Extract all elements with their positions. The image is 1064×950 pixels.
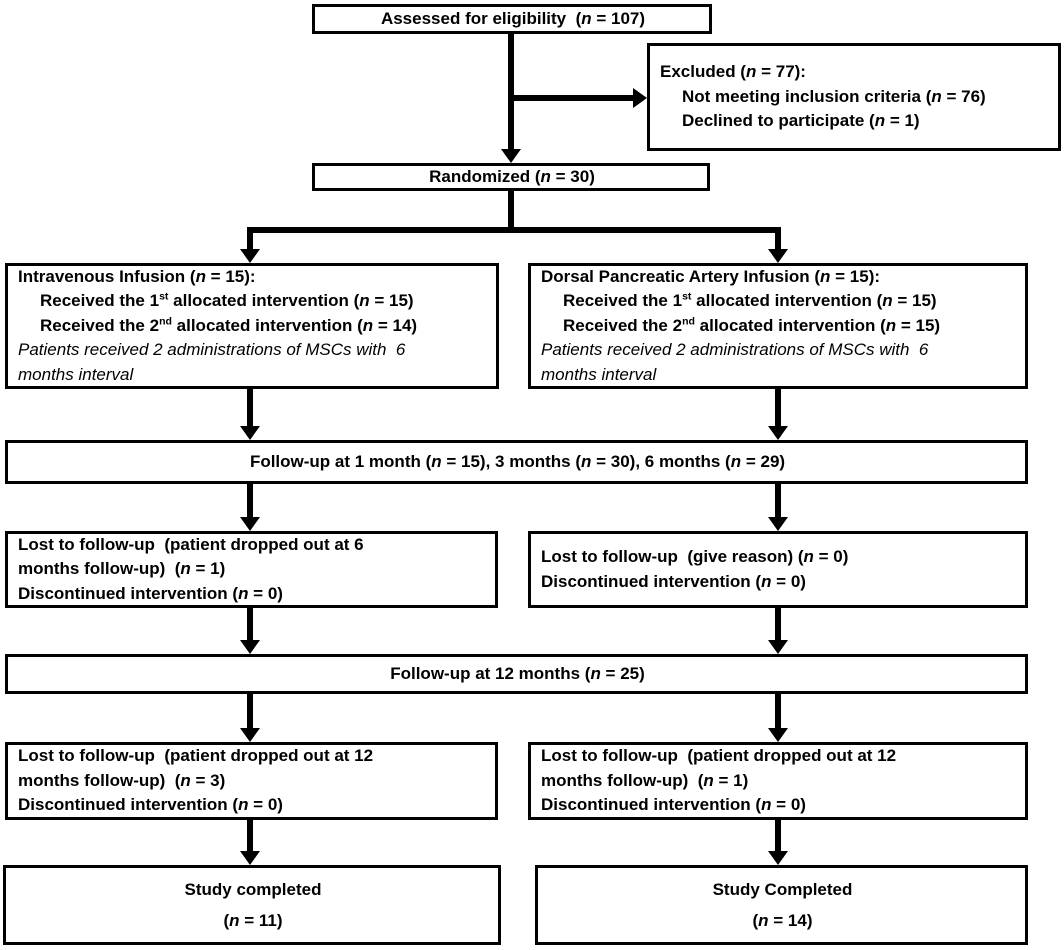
connector-followup12-to-lost12-dpa bbox=[775, 694, 781, 729]
arrowhead-down-icon bbox=[240, 728, 260, 742]
box-allocation-dorsal-pancreatic-artery-infusion: Dorsal Pancreatic Artery Infusion (n = 1… bbox=[528, 263, 1028, 389]
connector-to-excluded bbox=[511, 95, 633, 101]
connector-randomized-stub bbox=[508, 190, 514, 230]
text-line: (n = 11) bbox=[223, 911, 283, 930]
text-line: Follow-up at 12 months (n = 25) bbox=[390, 663, 645, 683]
arrowhead-down-icon bbox=[768, 426, 788, 440]
text-line: months interval bbox=[18, 364, 134, 384]
arrowhead-down-icon bbox=[768, 851, 788, 865]
box-study-completed-intravenous: Study completed (n = 11) bbox=[3, 865, 501, 945]
text-line: Declined to participate (n = 1) bbox=[682, 111, 920, 131]
text-line: Study completed bbox=[184, 880, 322, 899]
text-line: Discontinued intervention (n = 0) bbox=[541, 571, 806, 591]
text-line: Intravenous Infusion (n = 15): bbox=[18, 266, 256, 286]
text-line: months interval bbox=[541, 364, 657, 384]
text-line: months follow-up) (n = 1) bbox=[18, 559, 226, 579]
box-study-completed-dorsal: Study Completed (n = 14) bbox=[535, 865, 1028, 945]
arrowhead-down-icon bbox=[240, 517, 260, 531]
text-line: Dorsal Pancreatic Artery Infusion (n = 1… bbox=[541, 266, 881, 286]
arrowhead-down-icon bbox=[768, 249, 788, 263]
box-followup-1-3-6-months: Follow-up at 1 month (n = 15), 3 months … bbox=[5, 440, 1028, 484]
text-line: Lost to follow-up (patient dropped out a… bbox=[18, 534, 364, 554]
box-lost-followup-6mo-intravenous: Lost to follow-up (patient dropped out a… bbox=[5, 531, 498, 608]
arrowhead-down-icon bbox=[240, 249, 260, 263]
text-line: Lost to follow-up (patient dropped out a… bbox=[541, 746, 897, 766]
arrowhead-down-icon bbox=[240, 640, 260, 654]
box-lost-followup-6mo-dorsal: Lost to follow-up (give reason) (n = 0) D… bbox=[528, 531, 1028, 608]
box-allocation-intravenous-infusion: Intravenous Infusion (n = 15): Received t… bbox=[5, 263, 499, 389]
text-line: Randomized (n = 30) bbox=[429, 166, 595, 186]
arrowhead-down-icon bbox=[768, 728, 788, 742]
text-line: Study Completed bbox=[712, 880, 853, 899]
arrowhead-right-icon bbox=[633, 88, 647, 108]
box-excluded: Excluded (n = 77): Not meeting inclusion … bbox=[647, 43, 1061, 151]
text-line: Received the 2nd allocated intervention … bbox=[40, 315, 418, 335]
arrowhead-down-icon bbox=[768, 640, 788, 654]
text-line: Discontinued intervention (n = 0) bbox=[541, 795, 806, 815]
text-line: Received the 1st allocated intervention … bbox=[563, 290, 937, 311]
box-lost-followup-12mo-dorsal: Lost to follow-up (patient dropped out a… bbox=[528, 742, 1028, 820]
box-lost-followup-12mo-intravenous: Lost to follow-up (patient dropped out a… bbox=[5, 742, 498, 820]
box-randomized: Randomized (n = 30) bbox=[312, 163, 710, 191]
text-line: Patients received 2 administrations of M… bbox=[541, 340, 929, 360]
connector-lost12-to-completed-iv bbox=[247, 820, 253, 852]
text-line: Patients received 2 administrations of M… bbox=[18, 340, 406, 360]
text-line: months follow-up) (n = 3) bbox=[18, 770, 226, 790]
box-assessed-for-eligibility: Assessed for eligibility (n = 107) bbox=[312, 4, 712, 34]
text-line: Received the 2nd allocated intervention … bbox=[563, 315, 941, 335]
connector-iv-to-followup bbox=[247, 389, 253, 427]
text-line: Discontinued intervention (n = 0) bbox=[18, 583, 283, 603]
connector-split-to-dpa bbox=[775, 227, 781, 251]
connector-split-to-iv bbox=[247, 227, 253, 251]
text-line: Lost to follow-up (give reason) (n = 0) bbox=[541, 547, 849, 566]
text-line: Excluded (n = 77): bbox=[660, 62, 806, 82]
text-line: (n = 14) bbox=[752, 911, 813, 930]
connector-dpa-to-followup bbox=[775, 389, 781, 427]
connector-followup-to-lost6-dpa bbox=[775, 484, 781, 518]
arrowhead-down-icon bbox=[768, 517, 788, 531]
text-line: Lost to follow-up (patient dropped out a… bbox=[18, 746, 374, 766]
arrowhead-down-icon bbox=[240, 426, 260, 440]
connector-lost12-to-completed-dpa bbox=[775, 820, 781, 852]
box-followup-12-months: Follow-up at 12 months (n = 25) bbox=[5, 654, 1028, 694]
connector-followup-to-lost6-iv bbox=[247, 484, 253, 518]
text-line: Assessed for eligibility (n = 107) bbox=[380, 8, 646, 28]
text-line: Follow-up at 1 month (n = 15), 3 months … bbox=[249, 451, 786, 471]
text-line: months follow-up) (n = 1) bbox=[541, 770, 749, 790]
arrowhead-down-icon bbox=[501, 149, 521, 163]
text-line: Not meeting inclusion criteria (n = 76) bbox=[682, 86, 986, 106]
text-line: Received the 1st allocated intervention … bbox=[40, 290, 414, 311]
arrowhead-down-icon bbox=[240, 851, 260, 865]
connector-allocation-split bbox=[247, 227, 781, 233]
connector-lost6-to-followup12-dpa bbox=[775, 608, 781, 641]
connector-assessed-to-randomized bbox=[508, 34, 514, 150]
connector-lost6-to-followup12-iv bbox=[247, 608, 253, 641]
text-line: Discontinued intervention (n = 0) bbox=[18, 795, 283, 815]
connector-followup12-to-lost12-iv bbox=[247, 694, 253, 729]
